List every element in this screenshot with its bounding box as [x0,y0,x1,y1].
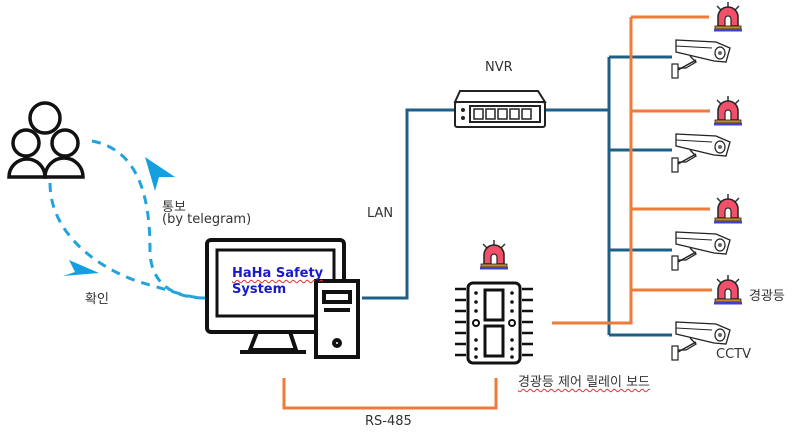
telegram-links [48,139,206,300]
cctv-camera-icon-2 [671,133,731,173]
notify-label-line1: 통보 [162,200,186,215]
beacon-group [480,2,742,305]
beacon-icon-1 [714,2,742,32]
notify-label-line2: (by telegram) [162,212,252,227]
cctv-camera-icon-3 [671,231,731,271]
relay-board-icon [455,281,533,365]
users-group-icon [7,101,85,179]
network-switch-icon [453,90,547,128]
cctv-camera-icon-1 [671,39,731,79]
desktop-computer-icon [205,238,360,359]
rs485-line-system-relay [282,378,498,410]
relay-board-label-text: 경광등 제어 릴레이 보드 [518,375,650,390]
cctv-group [671,39,731,361]
nvr-label: NVR [485,60,513,75]
beacon-icon-4 [714,275,742,305]
lan-label: LAN [367,206,394,221]
confirm-label: 확인 [85,292,109,307]
beacon-icon-2 [714,96,742,126]
paper-plane-notify-icon [145,157,175,191]
cctv-camera-icon-4 [671,321,731,361]
rs485-label: RS-485 [365,414,412,429]
notify-dashed-path [91,139,206,300]
system-title: HaHa Safety System [232,266,323,298]
beacon-label: 경광등 [749,289,785,304]
relay-board-label: 경광등 제어 릴레이 보드 [518,371,650,390]
beacon-line-relay-trunk [552,17,633,325]
paper-plane-confirm-icon [63,260,99,276]
cctv-label: CCTV [716,347,751,362]
confirm-dashed-path [48,182,206,300]
system-title-line2: System [232,282,287,297]
beacon-icon-3 [714,194,742,224]
system-title-line1: HaHa Safety [232,266,324,281]
lan-line-system-nvr [362,108,455,300]
lan-connections [362,55,672,337]
rs485-connections [282,15,712,410]
relay-beacon-icon [480,240,508,270]
